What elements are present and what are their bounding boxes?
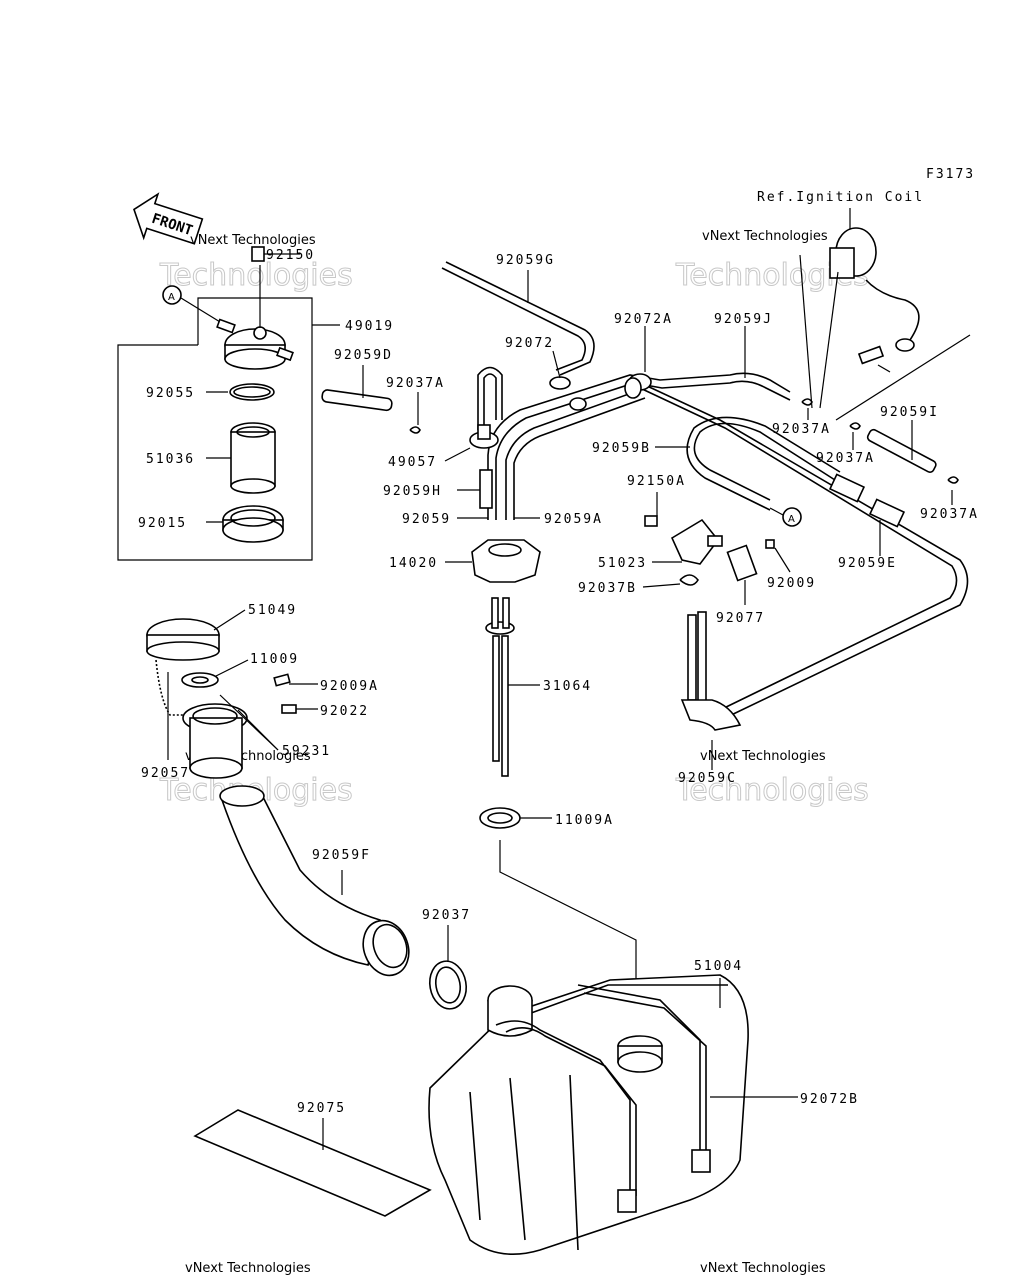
- part-label-92059A: 92059A: [544, 512, 603, 527]
- fuel-pickup: [445, 539, 637, 1030]
- watermark-bottom-right: vNext Technologies: [700, 1261, 826, 1276]
- part-label-51023: 51023: [598, 556, 647, 571]
- part-label-92059B: 92059B: [592, 441, 651, 456]
- part-label-92055: 92055: [146, 386, 195, 401]
- part-label-92037A-2: 92037A: [772, 422, 831, 437]
- part-label-92059D: 92059D: [334, 348, 393, 363]
- part-label-59231: 59231: [282, 744, 331, 759]
- watermark-top-left: vNext Technologies Technologies: [159, 233, 354, 294]
- part-label-92150: 92150: [266, 248, 315, 263]
- front-arrow-icon: FRONT: [133, 192, 204, 245]
- fuel-tank-pad: [193, 1109, 432, 1217]
- svg-text:vNext Technologies: vNext Technologies: [185, 1261, 311, 1276]
- part-label-11009A: 11009A: [555, 813, 614, 828]
- svg-text:vNext Technologies: vNext Technologies: [700, 1261, 826, 1276]
- part-label-92059C: 92059C: [678, 771, 737, 786]
- part-label-92059J: 92059J: [714, 312, 773, 327]
- part-label-92150A: 92150A: [627, 474, 686, 489]
- fuel-tank: [428, 974, 798, 1256]
- svg-text:A: A: [168, 292, 175, 303]
- svg-text:vNext Technologies: vNext Technologies: [700, 749, 826, 764]
- filler-neck-assembly: [146, 609, 468, 1010]
- part-label-92075: 92075: [297, 1101, 346, 1116]
- part-label-92037A-3: 92037A: [816, 451, 875, 466]
- part-label-92022: 92022: [320, 704, 369, 719]
- fuel-filter-assembly: A: [117, 246, 393, 561]
- part-label-92059G: 92059G: [496, 253, 555, 268]
- part-label-11009: 11009: [250, 652, 299, 667]
- svg-text:Technologies: Technologies: [159, 258, 353, 293]
- part-label-92059F: 92059F: [312, 848, 371, 863]
- part-label-92059: 92059: [402, 512, 451, 527]
- part-label-92037: 92037: [422, 908, 471, 923]
- part-label-92015: 92015: [138, 516, 187, 531]
- svg-text:vNext Technologies: vNext Technologies: [190, 233, 316, 248]
- part-label-92077: 92077: [716, 611, 765, 626]
- part-label-92059E: 92059E: [838, 556, 897, 571]
- ref-marker-a-left: [162, 285, 182, 305]
- part-label-92037A-4: 92037A: [920, 507, 979, 522]
- figure-code: F3173: [926, 167, 975, 182]
- part-label-92059I: 92059I: [880, 405, 939, 420]
- part-label-49057: 49057: [388, 455, 437, 470]
- part-label-49019: 49019: [345, 319, 394, 334]
- part-label-92057: 92057: [141, 766, 190, 781]
- fuel-lines: A: [409, 261, 969, 719]
- part-label-92072B: 92072B: [800, 1092, 859, 1107]
- reference-note: Ref.Ignition Coil: [757, 190, 924, 205]
- part-label-92072: 92072: [505, 336, 554, 351]
- part-label-92037A-1: 92037A: [386, 376, 445, 391]
- ref-marker-a-right: [782, 507, 802, 527]
- fuel-valve-parts: [642, 492, 791, 770]
- part-label-51004: 51004: [694, 959, 743, 974]
- part-label-92009: 92009: [767, 576, 816, 591]
- part-label-14020: 14020: [389, 556, 438, 571]
- svg-text:A: A: [788, 514, 795, 525]
- part-label-51036: 51036: [146, 452, 195, 467]
- ignition-coil-ref: [799, 208, 971, 421]
- watermark-bottom-left: vNext Technologies: [185, 1261, 311, 1276]
- part-label-92072A: 92072A: [614, 312, 673, 327]
- part-label-92037B: 92037B: [578, 581, 637, 596]
- part-label-92059H: 92059H: [383, 484, 442, 499]
- part-label-31064: 31064: [543, 679, 592, 694]
- svg-text:vNext Technologies: vNext Technologies: [702, 229, 828, 244]
- part-label-92009A: 92009A: [320, 679, 379, 694]
- svg-text:Technologies: Technologies: [675, 773, 869, 808]
- part-label-51049: 51049: [248, 603, 297, 618]
- watermark-mid-right: vNext Technologies Technologies: [675, 749, 870, 809]
